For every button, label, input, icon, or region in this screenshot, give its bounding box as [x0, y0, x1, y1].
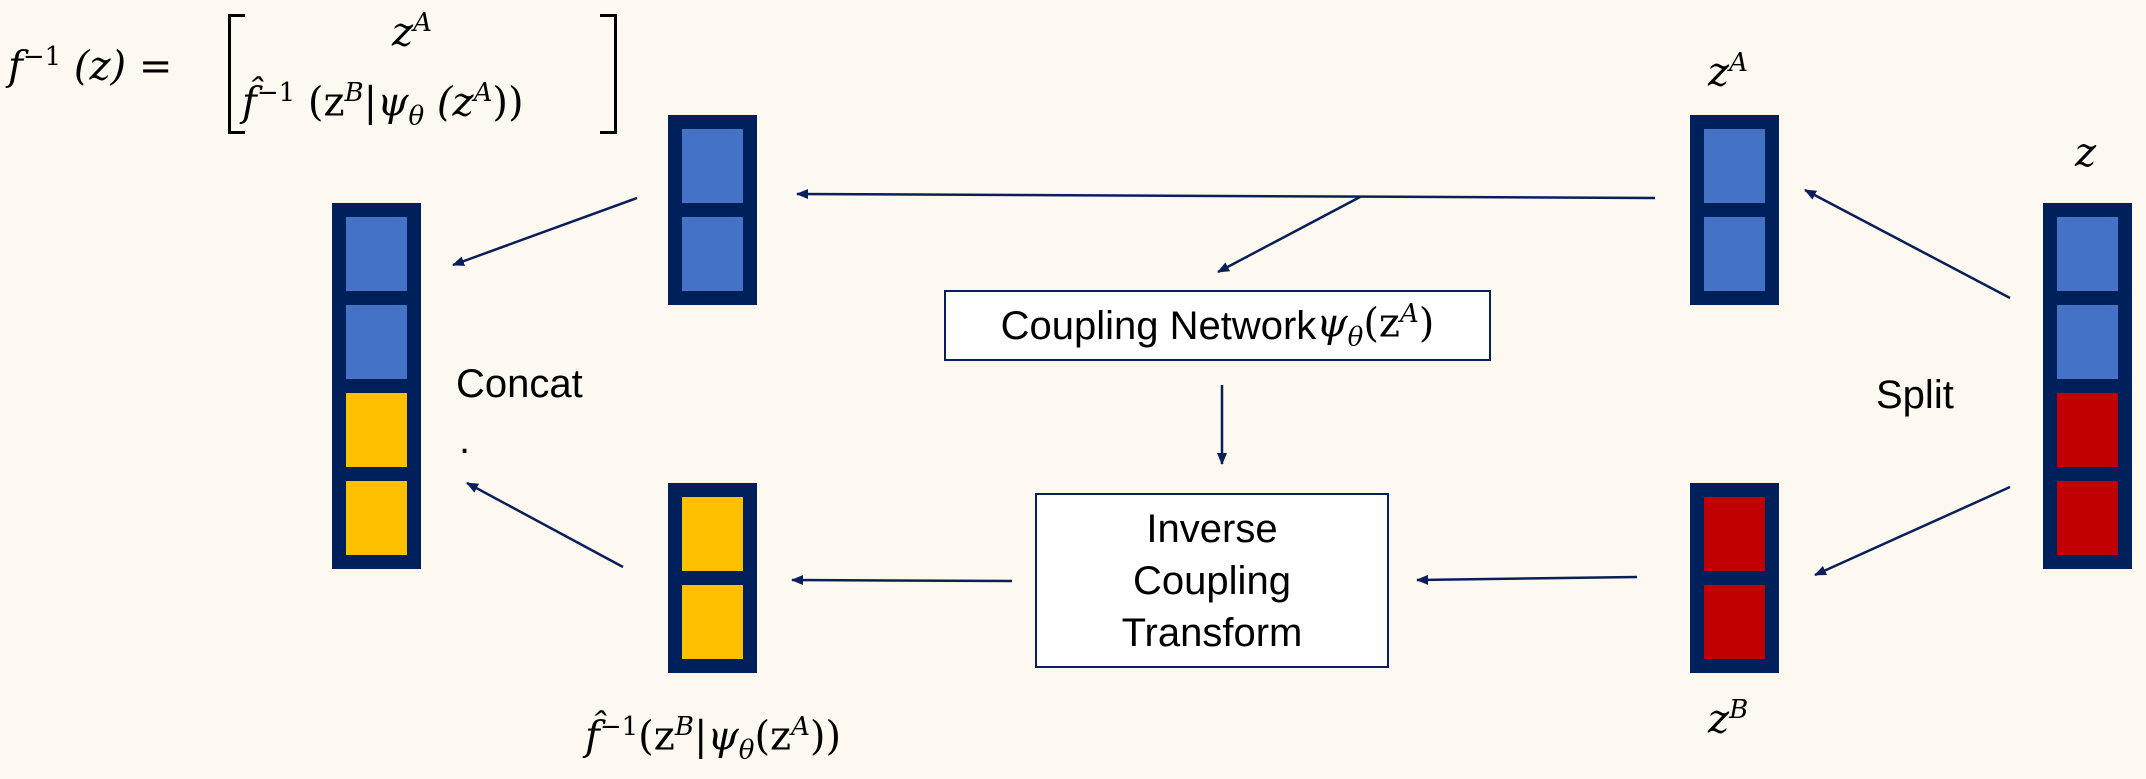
- z-a-label: zA: [1708, 48, 1748, 96]
- split-label: Split: [1876, 373, 1954, 417]
- gold-cell: [346, 393, 407, 467]
- arrow-transformed-to-output: [466, 481, 624, 569]
- arrow-z-to-za: [1804, 188, 2011, 300]
- equation-right-bracket: [600, 14, 617, 134]
- gold-cell: [682, 585, 743, 659]
- arrow-za-to-copy: [796, 189, 1656, 200]
- gold-cell: [682, 497, 743, 571]
- red-cell: [2057, 481, 2118, 555]
- output-stack: [332, 203, 421, 569]
- za-copy-stack: [668, 115, 757, 305]
- transformed-formula: f̂−1(zB|ψθ(zA)): [585, 712, 842, 766]
- zb-stack: [1690, 483, 1779, 673]
- blue-cell: [346, 217, 407, 291]
- equation-bottom-entry: f̂−1 (zB|ψθ (zA)): [242, 78, 524, 132]
- red-cell: [2057, 393, 2118, 467]
- transformed-stack: [668, 483, 757, 673]
- blue-cell: [682, 217, 743, 291]
- inverse-coupling-label: Inverse Coupling Transform: [1121, 506, 1303, 655]
- blue-cell: [1704, 217, 1765, 291]
- concat-label: Concat: [456, 362, 583, 406]
- arrow-z-to-zb: [1814, 485, 2011, 577]
- z-b-label: zB: [1708, 695, 1749, 743]
- coupling-network-label: Coupling Network ψθ(zA): [1000, 298, 1435, 353]
- inverse-coupling-box: [1035, 493, 1389, 668]
- red-cell: [1704, 497, 1765, 571]
- equation-left-bracket: [228, 14, 245, 134]
- inverse-equation-lhs: f−1 (z) =: [8, 42, 173, 90]
- arrow-zb-to-inverse: [1416, 574, 1638, 585]
- z-input-label: z: [2075, 130, 2097, 176]
- red-cell: [1704, 585, 1765, 659]
- concat-dot: .: [459, 418, 471, 462]
- gold-cell: [346, 481, 407, 555]
- blue-cell: [682, 129, 743, 203]
- blue-cell: [346, 305, 407, 379]
- arrow-za-to-coupling: [1217, 195, 1361, 274]
- za-stack: [1690, 115, 1779, 305]
- blue-cell: [1704, 129, 1765, 203]
- arrow-inverse-to-transformed: [791, 575, 1013, 586]
- coupling-network-box: [944, 290, 1491, 361]
- arrow-copy-to-output: [452, 196, 638, 267]
- blue-cell: [2057, 305, 2118, 379]
- z-stack: [2043, 203, 2132, 569]
- blue-cell: [2057, 217, 2118, 291]
- equation-top-entry: zA: [392, 8, 432, 56]
